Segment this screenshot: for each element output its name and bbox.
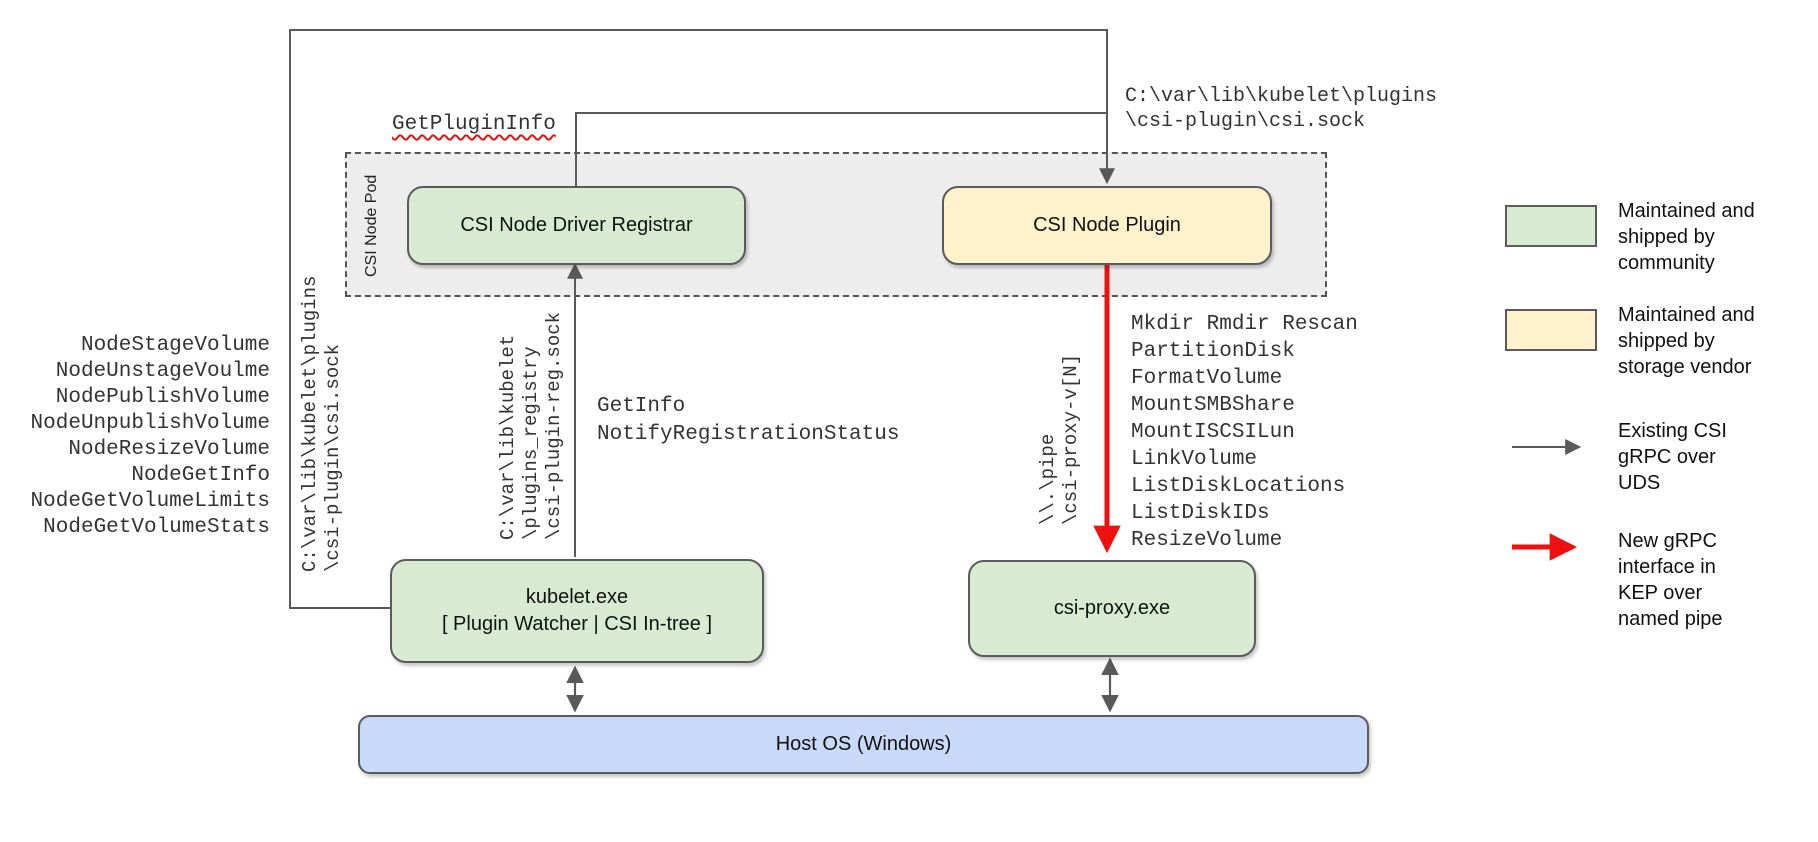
list-item: ListDiskLocations — [1131, 475, 1346, 498]
csi-proxy-label: csi-proxy.exe — [1053, 597, 1171, 619]
list-item: NodePublishVolume — [55, 386, 270, 409]
kubelet-sublabel: [ Plugin Watcher | CSI In-tree ] — [441, 613, 713, 635]
legend-new-grpc-text: New gRPC interface in KEP over named pip… — [1618, 530, 1723, 630]
host-os-label: Host OS (Windows) — [775, 733, 952, 755]
legend-vendor-swatch — [1505, 309, 1597, 351]
kubelet-box: kubelet.exe [ Plugin Watcher | CSI In-tr… — [390, 559, 764, 663]
legend-community-swatch — [1505, 205, 1597, 247]
list-item: NodeStageVolume — [80, 334, 270, 357]
list-item: NodeUnstageVoulme — [55, 360, 270, 383]
named-pipe-vertical-label: \\.\pipe \csi-proxy-v[N] — [1037, 353, 1082, 525]
legend-community-text: Maintained and shipped by community — [1618, 200, 1755, 274]
list-item: ResizeVolume — [1131, 529, 1283, 552]
csi-node-pod-label: CSI Node Pod — [363, 174, 380, 277]
list-item: NodeUnpublishVolume — [30, 412, 270, 435]
list-item: NodeGetVolumeLimits — [30, 490, 270, 513]
registration-sock-vertical-label: C:\var\lib\kubelet \plugins_registry \cs… — [497, 311, 565, 540]
csi-node-driver-registrar-box: CSI Node Driver Registrar — [407, 186, 746, 265]
csi-sock-path-label: C:\var\lib\kubelet\plugins \csi-plugin\c… — [1125, 85, 1438, 133]
registration-calls-label: GetInfo NotifyRegistrationStatus — [597, 395, 900, 446]
list-item: MountSMBShare — [1131, 394, 1295, 417]
list-item: MountISCSILun — [1131, 421, 1295, 444]
list-item: Mkdir Rmdir Rescan — [1131, 313, 1358, 336]
kubelet-label: kubelet.exe — [525, 586, 629, 608]
list-item: LinkVolume — [1131, 448, 1258, 471]
getplugininfo-line — [575, 112, 1107, 186]
csi-proxy-box: csi-proxy.exe — [968, 560, 1256, 657]
legend-vendor-text: Maintained and shipped by storage vendor — [1618, 304, 1755, 378]
host-os-box: Host OS (Windows) — [358, 715, 1369, 774]
list-item: PartitionDisk — [1131, 340, 1295, 363]
csi-grpc-loop-arrow — [289, 29, 1115, 609]
csi-node-driver-registrar-label: CSI Node Driver Registrar — [460, 214, 693, 236]
list-item: NodeGetInfo — [131, 464, 270, 487]
csi-node-plugin-label: CSI Node Plugin — [1033, 214, 1181, 236]
getplugininfo-label: GetPluginInfo — [392, 113, 556, 136]
csi-node-plugin-box: CSI Node Plugin — [942, 186, 1272, 265]
list-item: FormatVolume — [1131, 367, 1283, 390]
list-item: NodeResizeVolume — [68, 438, 270, 461]
list-item: NodeGetVolumeStats — [43, 516, 270, 539]
csi-sock-path-vertical-label: C:\var\lib\kubelet\plugins \csi-plugin\c… — [299, 275, 344, 572]
legend-existing-grpc-text: Existing CSI gRPC over UDS — [1618, 420, 1727, 494]
list-item: ListDiskIDs — [1131, 502, 1270, 525]
